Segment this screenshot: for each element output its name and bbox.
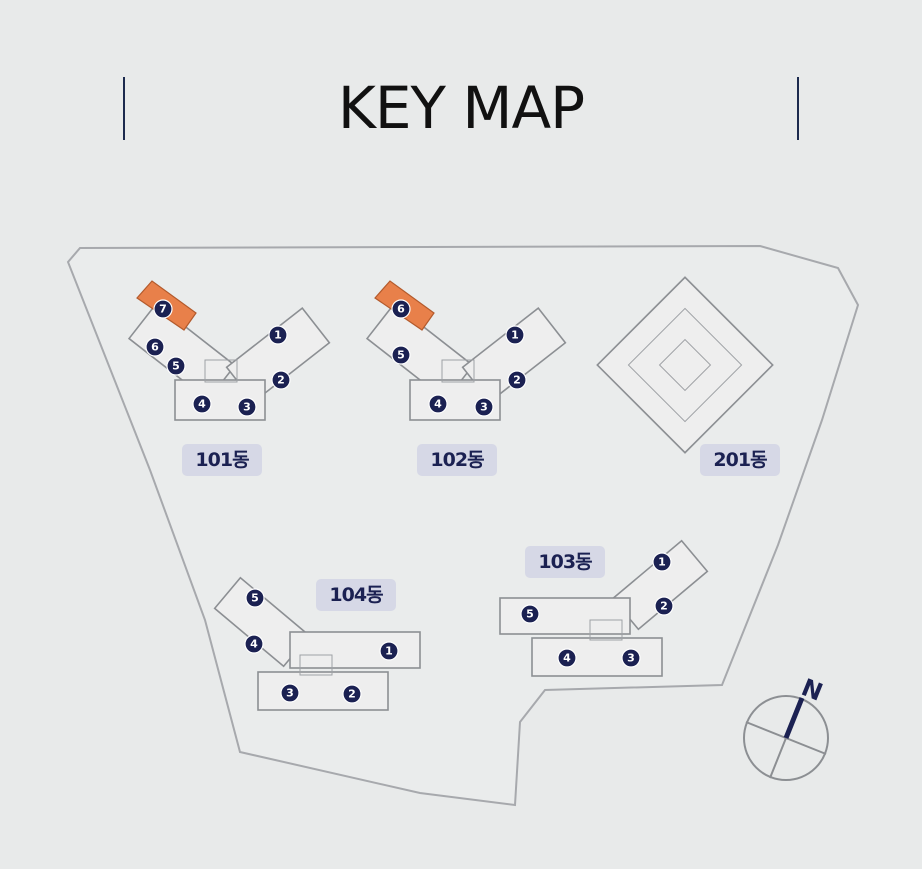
unit-marker[interactable]: 1 xyxy=(505,325,525,345)
unit-marker[interactable]: 2 xyxy=(271,370,291,390)
svg-text:3: 3 xyxy=(243,401,251,414)
title-bar-left xyxy=(123,77,125,140)
building-label-104[interactable]: 104동 xyxy=(316,579,396,611)
unit-marker[interactable]: 1 xyxy=(652,552,672,572)
svg-text:102동: 102동 xyxy=(430,449,484,471)
building-label-102[interactable]: 102동 xyxy=(417,444,497,476)
svg-text:3: 3 xyxy=(627,652,635,665)
unit-marker[interactable]: 4 xyxy=(192,394,212,414)
svg-text:3: 3 xyxy=(480,401,488,414)
compass-icon: N xyxy=(743,673,829,781)
building-201[interactable] xyxy=(596,276,774,454)
svg-text:4: 4 xyxy=(434,398,442,411)
unit-marker[interactable]: 1 xyxy=(379,641,399,661)
svg-text:201동: 201동 xyxy=(713,449,767,471)
unit-marker[interactable]: 5 xyxy=(520,604,540,624)
svg-text:1: 1 xyxy=(385,645,393,658)
svg-text:5: 5 xyxy=(251,592,259,605)
svg-text:4: 4 xyxy=(198,398,206,411)
unit-marker[interactable]: 4 xyxy=(557,648,577,668)
svg-text:103동: 103동 xyxy=(538,551,592,573)
unit-marker[interactable]: 3 xyxy=(280,683,300,703)
svg-text:7: 7 xyxy=(159,303,167,316)
unit-marker[interactable]: 6 xyxy=(391,299,411,319)
svg-text:1: 1 xyxy=(274,329,282,342)
title-bar-right xyxy=(797,77,799,140)
svg-text:5: 5 xyxy=(526,608,534,621)
svg-text:5: 5 xyxy=(397,349,405,362)
unit-marker[interactable]: 5 xyxy=(245,588,265,608)
unit-marker[interactable]: 6 xyxy=(145,337,165,357)
unit-marker[interactable]: 2 xyxy=(342,684,362,704)
unit-marker[interactable]: 2 xyxy=(507,370,527,390)
page-title: KEY MAP xyxy=(337,74,585,142)
svg-text:2: 2 xyxy=(277,374,285,387)
svg-text:101동: 101동 xyxy=(195,449,249,471)
svg-text:1: 1 xyxy=(511,329,519,342)
svg-text:2: 2 xyxy=(348,688,356,701)
svg-text:6: 6 xyxy=(151,341,159,354)
unit-marker[interactable]: 7 xyxy=(153,299,173,319)
svg-text:2: 2 xyxy=(660,600,668,613)
unit-marker[interactable]: 5 xyxy=(391,345,411,365)
unit-marker[interactable]: 2 xyxy=(654,596,674,616)
unit-marker[interactable]: 4 xyxy=(244,634,264,654)
svg-text:5: 5 xyxy=(172,360,180,373)
building-label-103[interactable]: 103동 xyxy=(525,546,605,578)
unit-marker[interactable]: 3 xyxy=(474,397,494,417)
svg-text:3: 3 xyxy=(286,687,294,700)
unit-marker[interactable]: 3 xyxy=(621,648,641,668)
svg-text:104동: 104동 xyxy=(329,584,383,606)
unit-marker[interactable]: 4 xyxy=(428,394,448,414)
svg-text:4: 4 xyxy=(563,652,571,665)
svg-text:4: 4 xyxy=(250,638,258,651)
building-label-201[interactable]: 201동 xyxy=(700,444,780,476)
unit-marker[interactable]: 3 xyxy=(237,397,257,417)
unit-marker[interactable]: 5 xyxy=(166,356,186,376)
svg-text:6: 6 xyxy=(397,303,405,316)
unit-marker[interactable]: 1 xyxy=(268,325,288,345)
svg-text:2: 2 xyxy=(513,374,521,387)
building-label-101[interactable]: 101동 xyxy=(182,444,262,476)
svg-text:1: 1 xyxy=(658,556,666,569)
